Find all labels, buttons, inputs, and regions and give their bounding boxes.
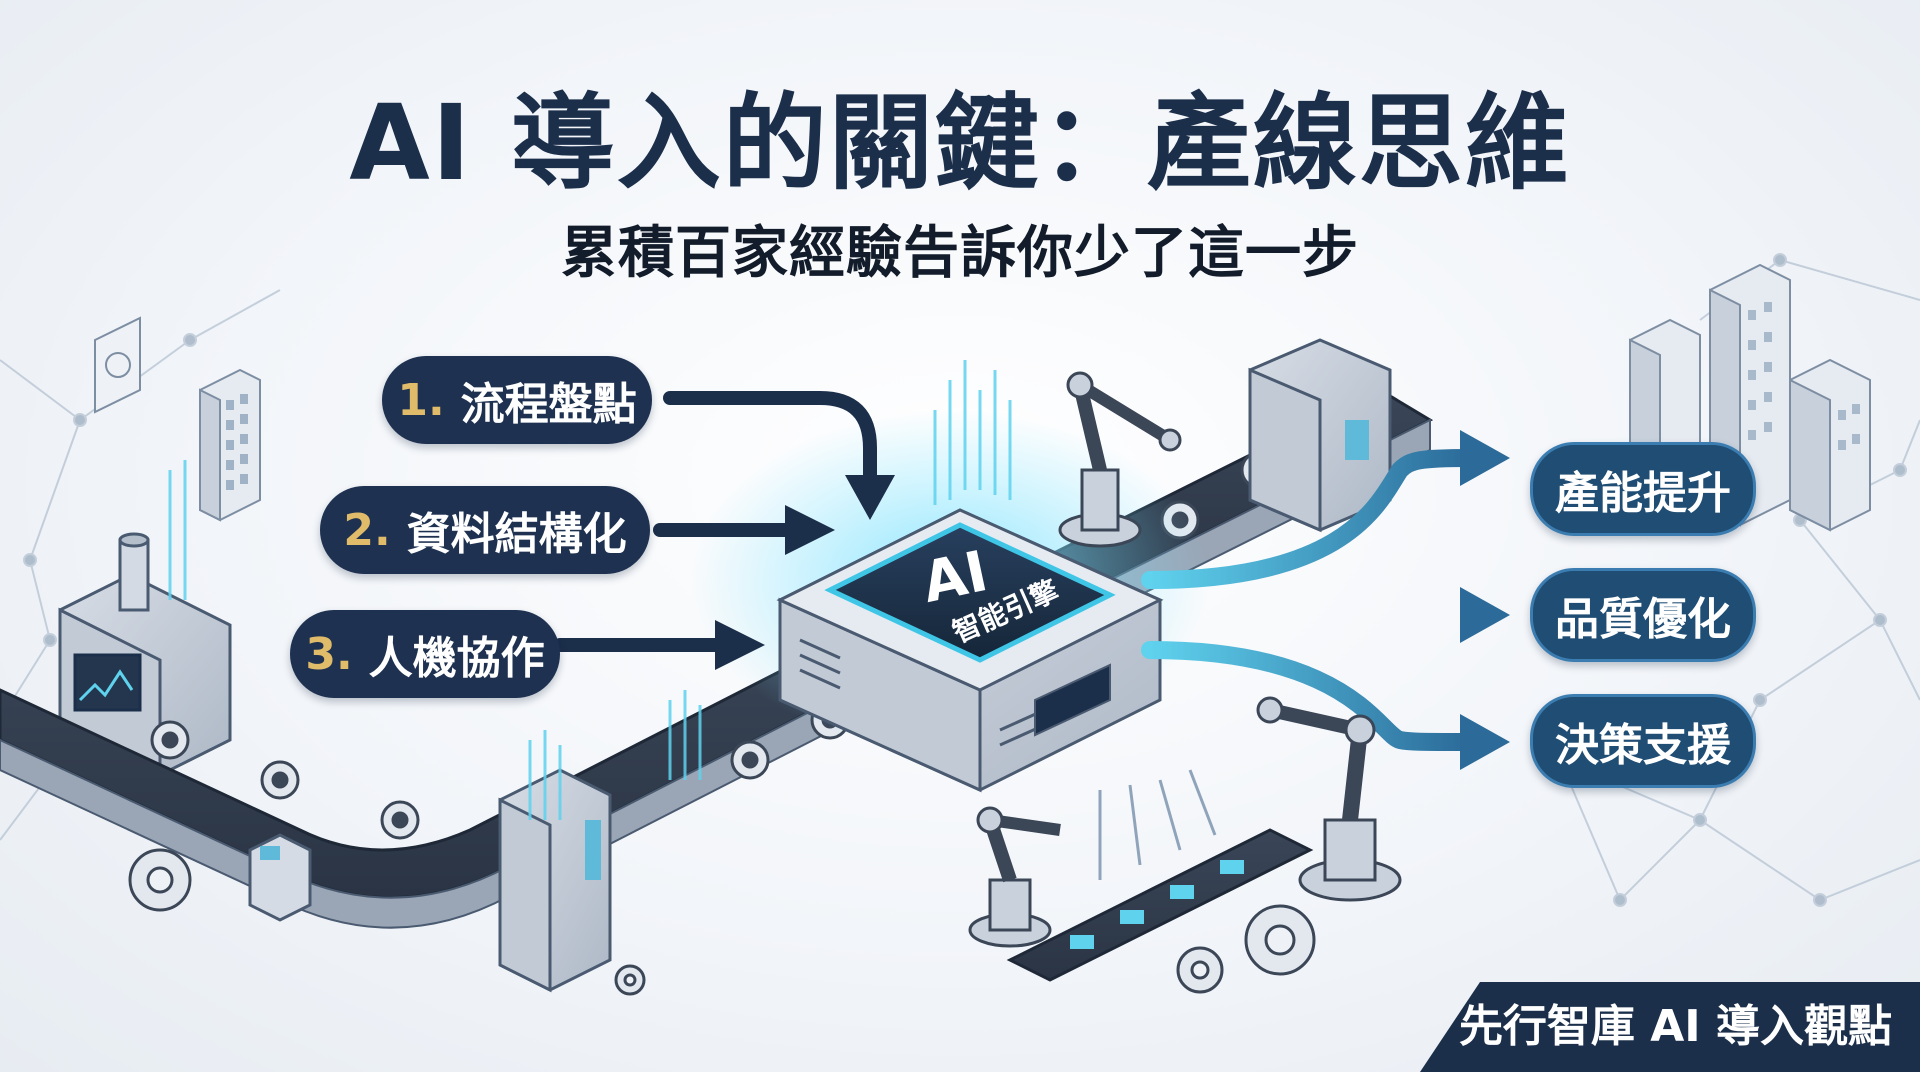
gear-doc-icon xyxy=(94,316,141,414)
data-stream-lines xyxy=(168,360,1012,820)
footer-banner xyxy=(1420,982,1920,1072)
robot-arm-top xyxy=(1058,371,1182,548)
step-arrowheads xyxy=(715,475,895,670)
outcome-pill-quality: 品質優化 xyxy=(1530,568,1756,662)
outcome-arrowheads xyxy=(1460,430,1510,770)
small-conveyor xyxy=(1006,828,1314,982)
middle-gate xyxy=(498,768,612,993)
step-arrows xyxy=(553,391,877,652)
robot-arm-bottom-left xyxy=(968,806,1061,948)
outcome-pill-capacity: 產能提升 xyxy=(1530,442,1756,536)
page-subtitle: 累積百家經驗告訴你少了這一步 xyxy=(561,221,1359,286)
left-building xyxy=(199,368,261,522)
control-terminal xyxy=(248,833,312,922)
step-pill-2: 2. 資料結構化 xyxy=(320,486,650,574)
step-pill-1: 1. 流程盤點 xyxy=(382,356,652,444)
step-number: 3. xyxy=(305,628,353,680)
step-number: 1. xyxy=(397,374,445,426)
step-number: 2. xyxy=(343,504,391,556)
outcome-flows xyxy=(1141,449,1479,751)
outcome-label: 決策支援 xyxy=(1555,720,1731,771)
outcome-label: 品質優化 xyxy=(1555,594,1731,645)
ai-engine-box xyxy=(690,410,1210,793)
down-arrows xyxy=(1098,769,1217,880)
footer-text: 先行智庫 AI 導入觀點 xyxy=(1458,1001,1892,1052)
step-label: 資料結構化 xyxy=(406,509,627,560)
robot-arm-right xyxy=(1256,696,1402,902)
outcome-label: 產能提升 xyxy=(1555,468,1731,519)
page-title: AI 導入的關鍵：產線思維 xyxy=(349,82,1571,204)
step-label: 人機協作 xyxy=(368,633,545,684)
upper-right-gate xyxy=(1248,338,1392,533)
outcome-pill-decision: 決策支援 xyxy=(1530,694,1756,788)
step-label: 流程盤點 xyxy=(460,379,637,430)
step-pill-3: 3. 人機協作 xyxy=(290,610,560,698)
